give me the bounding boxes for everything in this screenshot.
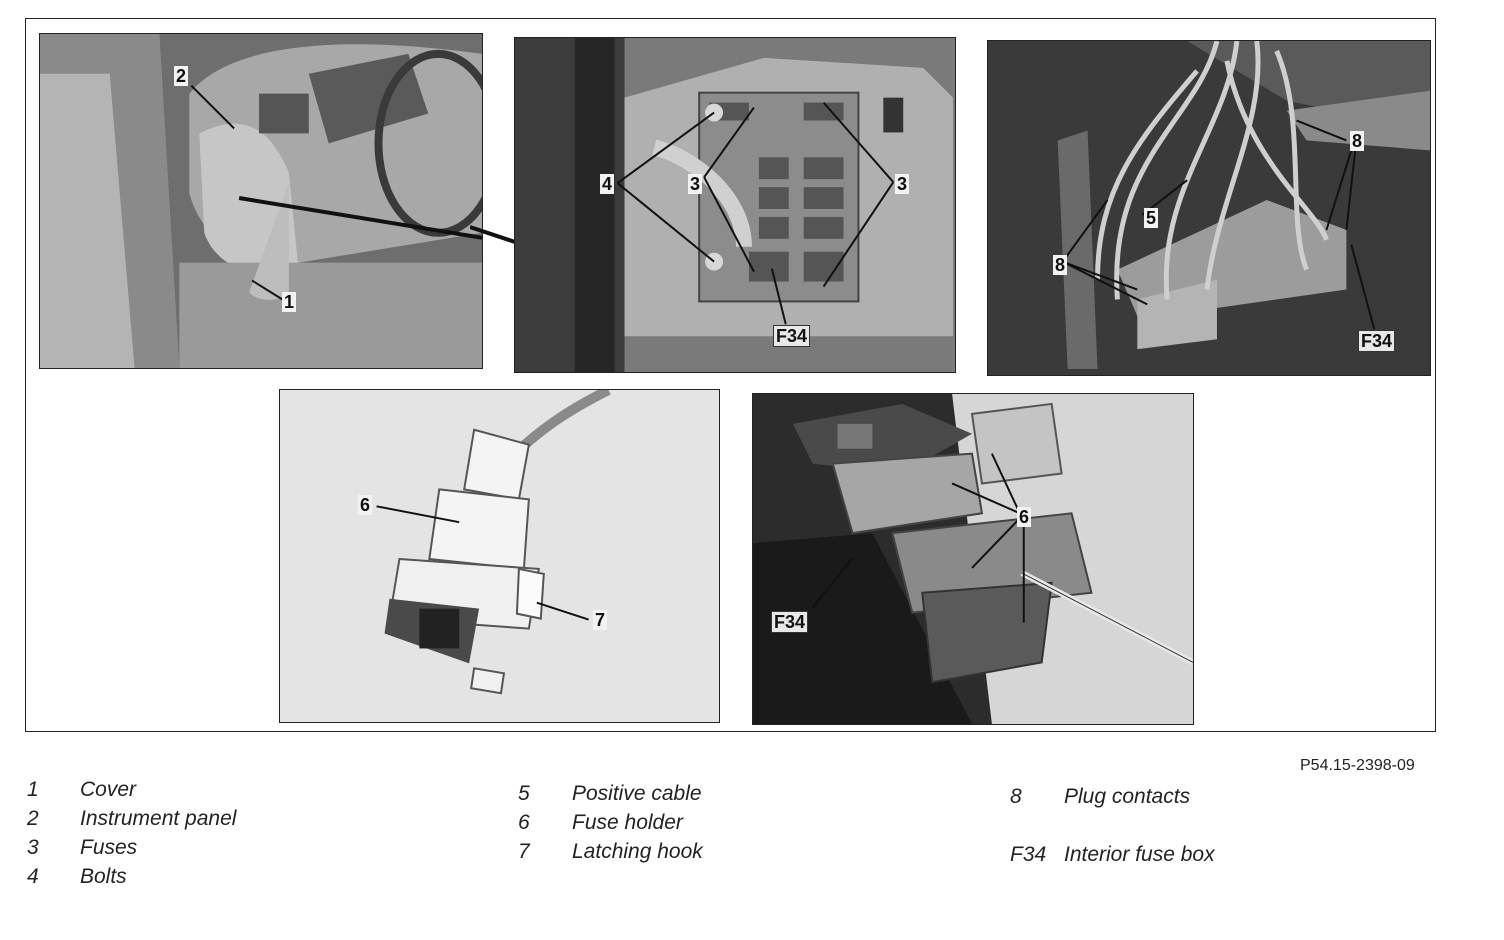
- legend-text: Positive cable: [572, 782, 702, 805]
- callout-7: 7: [593, 610, 608, 630]
- callout-f34: F34: [773, 325, 811, 347]
- legend-text: Interior fuse box: [1064, 843, 1215, 866]
- callout-6: 6: [358, 495, 373, 515]
- callout-8-left: 8: [1053, 255, 1068, 275]
- figure-reference: P54.15-2398-09: [1300, 757, 1415, 774]
- legend-number: 3: [27, 836, 39, 859]
- legend-number: 7: [518, 840, 530, 863]
- callout-8-top: 8: [1350, 131, 1365, 151]
- photo-fuse-holder: 6 7: [279, 389, 720, 723]
- callout-5: 5: [1144, 208, 1159, 228]
- callout-f34: F34: [1358, 330, 1396, 352]
- figure-frame: [25, 18, 1436, 732]
- legend-text: Latching hook: [572, 840, 703, 863]
- callout-6: 6: [1017, 507, 1032, 527]
- callout-1: 1: [282, 292, 297, 312]
- photo-plug-contacts: 8 5 8 F34: [987, 40, 1431, 376]
- legend-text: Fuse holder: [572, 811, 683, 834]
- legend-number: 8: [1010, 785, 1022, 808]
- legend-number: 5: [518, 782, 530, 805]
- photo-fuse-box: 4 3 3 F34: [514, 37, 956, 373]
- callout-4: 4: [600, 174, 615, 194]
- legend-text: Fuses: [80, 836, 138, 859]
- photo-fuse-holders-installed: 6 F34: [752, 393, 1194, 725]
- legend-text: Plug contacts: [1064, 785, 1191, 808]
- callout-3-right: 3: [895, 174, 910, 194]
- legend-number: 4: [27, 865, 39, 888]
- legend-number: 1: [27, 778, 39, 801]
- callout-2: 2: [174, 66, 189, 86]
- callout-3-left: 3: [688, 174, 703, 194]
- pointer-line: [470, 225, 519, 245]
- legend-number: 2: [27, 807, 39, 830]
- photo-cover-removal: 2 1: [39, 33, 483, 369]
- legend-text: Cover: [80, 778, 137, 801]
- legend-number: 6: [518, 811, 530, 834]
- legend-text: Bolts: [80, 865, 127, 888]
- legend-text: Instrument panel: [80, 807, 237, 830]
- legend-number: F34: [1010, 843, 1047, 866]
- callout-f34: F34: [771, 611, 809, 633]
